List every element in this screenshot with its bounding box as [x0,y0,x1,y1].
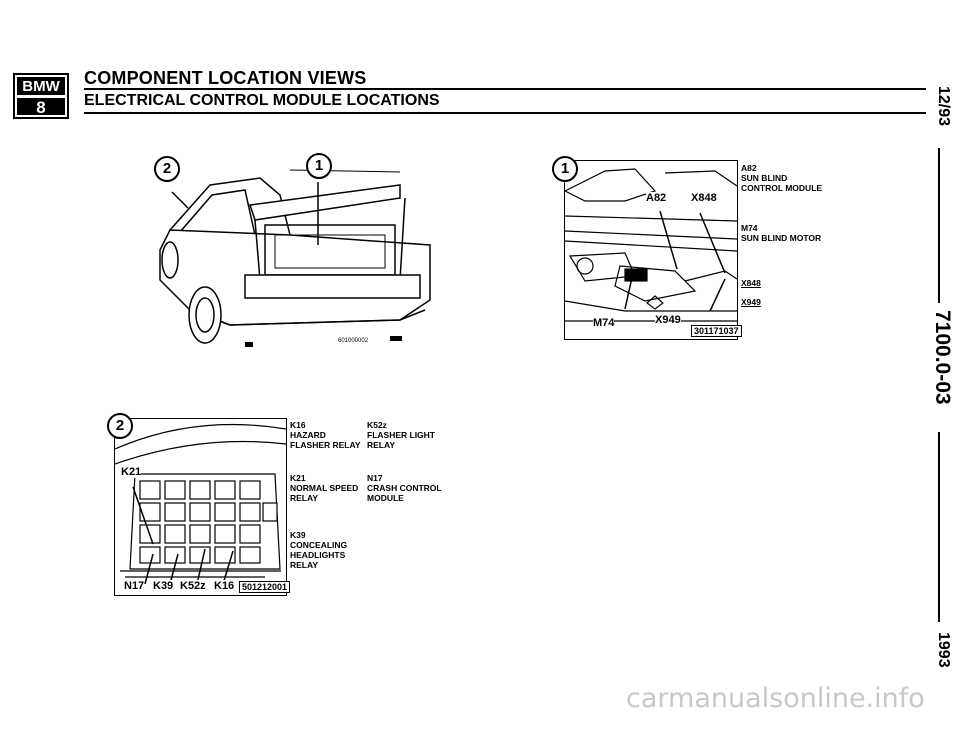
trunk-legend-x848: X848 [741,278,761,288]
legend-id: K21 [290,473,306,483]
margin-date: 12/93 [935,86,952,127]
legend-id: K16 [290,420,306,430]
car-callout-2: 2 [154,156,180,182]
logo-bottom-text: 8 [36,98,45,117]
trunk-detail-figure [564,160,738,340]
car-rear-illustration [159,169,431,347]
trunk-legend-m74: M74 SUN BLIND MOTOR [741,223,821,243]
subtitle-rule [84,112,926,114]
car-figure-number: 601000002 [338,338,369,344]
relay-legend-k21: K21 NORMAL SPEED RELAY [290,473,358,503]
trunk-label-a82: A82 [646,192,667,204]
relay-figure-number: 501212001 [239,581,291,593]
legend-desc: NORMAL SPEED RELAY [290,483,359,503]
trunk-legend-x949: X949 [741,297,761,307]
margin-year: 1993 [935,632,952,668]
legend-desc: CONCEALING HEADLIGHTS RELAY [290,540,348,570]
relay-legend-k16: K16 HAZARD FLASHER RELAY [290,420,361,450]
margin-line-top [938,148,940,303]
relay-legend-k52z: K52z FLASHER LIGHT RELAY [367,420,435,450]
legend-desc: SUN BLIND CONTROL MODULE [741,173,823,193]
trunk-detail-illustration [565,168,737,322]
relay-label-k16: K16 [214,580,235,592]
watermark: carmanualsonline.info [626,683,925,714]
legend-desc: CRASH CONTROL MODULE [367,483,442,503]
trunk-label-x848: X848 [691,192,717,204]
relay-panel-figure [114,418,287,596]
page-subtitle: ELECTRICAL CONTROL MODULE LOCATIONS [84,92,440,109]
trunk-figure-number: 301171037 [691,325,742,337]
relay-legend-n17: N17 CRASH CONTROL MODULE [367,473,442,503]
relay-label-n17: N17 [124,580,145,592]
title-rule [84,88,926,90]
margin-page-code: 7100.0-03 [931,310,954,405]
trunk-legend-a82: A82 SUN BLIND CONTROL MODULE [741,163,822,193]
legend-id: A82 [741,163,757,173]
trunk-label-m74: M74 [593,317,615,329]
trunk-label-x949: X949 [655,314,681,326]
page-title: COMPONENT LOCATION VIEWS [84,68,367,88]
logo-top-text: BMW [22,78,60,95]
trunk-callout-1: 1 [552,156,578,182]
relay-label-k52z: K52z [180,580,206,592]
legend-desc: SUN BLIND MOTOR [741,233,822,243]
relay-label-k21: K21 [121,466,142,478]
legend-id: K52z [367,420,387,430]
relay-callout-2: 2 [107,413,133,439]
relay-label-k39: K39 [153,580,174,592]
bmw-logo-icon: BMW 8 [13,73,69,119]
legend-id: K39 [290,530,306,540]
margin-line-bottom [938,432,940,622]
relay-legend-k39: K39 CONCEALING HEADLIGHTS RELAY [290,530,347,570]
relay-panel-illustration [115,423,286,585]
legend-desc: FLASHER LIGHT RELAY [367,430,435,450]
legend-id: M74 [741,223,758,233]
legend-desc: HAZARD FLASHER RELAY [290,430,361,450]
legend-id: N17 [367,473,383,483]
car-callout-1: 1 [306,153,332,179]
